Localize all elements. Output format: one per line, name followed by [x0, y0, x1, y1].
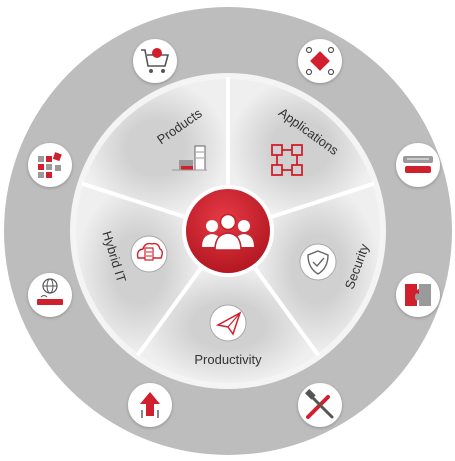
- segment-label-productivity: Productivity: [194, 352, 262, 367]
- upload-arrows-icon[interactable]: [128, 383, 172, 427]
- globe-wifi-icon[interactable]: [28, 273, 72, 317]
- paper-plane-icon: [209, 304, 247, 342]
- outer-icons: [28, 39, 440, 427]
- network-diamond-icon[interactable]: [298, 39, 342, 83]
- shopping-cart-icon[interactable]: [133, 39, 177, 83]
- tools-icon[interactable]: [298, 383, 342, 427]
- segment-dividers: [80, 77, 376, 357]
- puzzle-icon[interactable]: [396, 273, 440, 317]
- scattered-squares-icon[interactable]: [28, 143, 72, 187]
- segment-divider: [80, 181, 185, 219]
- segment-divider: [253, 267, 321, 357]
- segment-products[interactable]: [83, 79, 228, 217]
- segment-divider: [271, 181, 376, 219]
- network-devices-icon[interactable]: [396, 143, 440, 187]
- connected-cubes-icon: [271, 144, 303, 176]
- segment-divider: [135, 267, 203, 357]
- shield-check-icon: [299, 243, 337, 281]
- cloud-server-icon: [130, 235, 168, 273]
- server-rack-icon: [172, 145, 207, 171]
- segment-applications[interactable]: [228, 79, 373, 217]
- center-hub[interactable]: [182, 185, 274, 277]
- people-group-icon: [202, 213, 254, 251]
